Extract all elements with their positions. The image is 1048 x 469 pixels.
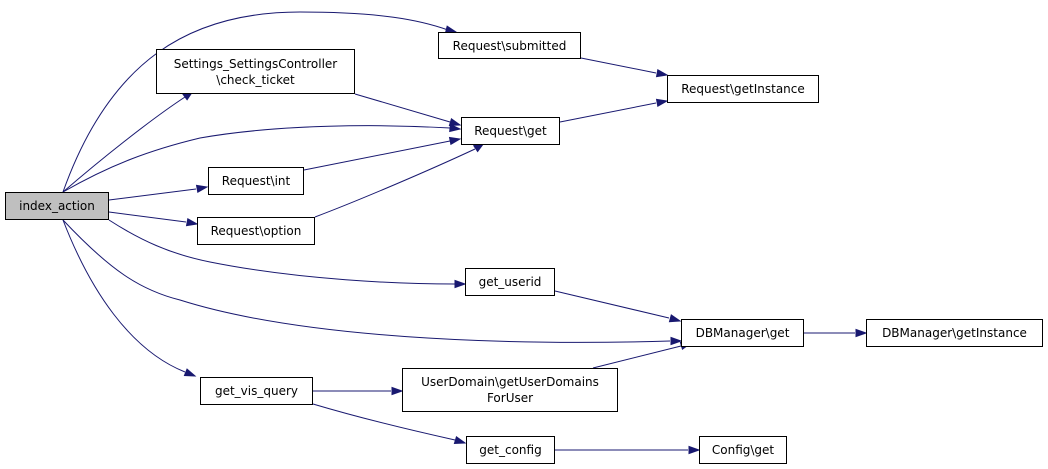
node-get-userid[interactable]: get_userid [465,268,555,296]
node-label: Request\submitted [452,38,567,53]
arrowhead [185,217,199,227]
arrowhead [688,445,701,455]
node-label: get_vis_query [214,384,299,398]
edge-index-action-to-request-int [108,184,209,201]
node-label: ForUser [486,391,534,405]
node-label: UserDomain\getUserDomains [421,375,599,389]
node-dbmanager-get[interactable]: DBManager\get [681,319,804,347]
node-label: Settings_SettingsController [173,56,338,71]
node-request-submitted[interactable]: Request\submitted [438,32,581,59]
edge-get-userid-to-dbmanager-get [554,290,682,323]
node-request-int[interactable]: Request\int [208,167,304,195]
node-settings-check-ticket[interactable]: Settings_SettingsController\check_ticket [156,49,355,94]
arrowhead [655,68,669,78]
edge-index-action-to-get-userid [108,219,467,289]
node-label: \check_ticket [216,72,295,87]
edge-index-action-to-request-get [62,123,462,193]
node-label: get_userid [478,275,542,289]
node-config-get[interactable]: Config\get [699,436,787,464]
node-label: Config\get [711,443,775,457]
edge-index-action-to-request-option [108,211,199,227]
node-label: get_config [479,443,542,457]
edge-index-action-to-request-submitted [62,11,458,193]
arrowhead [183,368,197,377]
arrowhead [453,435,467,445]
arrowhead [668,314,682,323]
arrowhead [448,117,462,127]
node-label: Request\get [474,124,547,138]
node-get-vis-query[interactable]: get_vis_query [200,377,313,405]
edge-dbmanager-get-to-dbmanager-getinstance [804,328,868,338]
edge-request-int-to-request-get [303,136,462,171]
node-label: DBManager\get [695,326,790,340]
edge-get-vis-query-to-userdomain [313,386,404,396]
edge-userdomain-to-dbmanager-get [592,341,693,369]
node-request-option[interactable]: Request\option [197,217,315,245]
arrowhead [448,136,462,146]
edge-request-option-to-request-get [314,142,486,218]
edge-get-vis-query-to-get-config [312,403,467,445]
node-label: Request\int [221,174,291,188]
arrowhead [454,279,467,289]
edge-index-action-to-get-vis-query [62,219,197,377]
edge-index-action-to-dbmanager-get [62,219,683,346]
node-request-get[interactable]: Request\get [461,117,560,145]
node-label: index_action [19,199,95,213]
arrowhead [195,184,209,194]
node-dbmanager-getinstance[interactable]: DBManager\getInstance [866,319,1043,347]
node-label: Request\getInstance [681,82,805,96]
node-get-config[interactable]: get_config [466,436,555,464]
node-index-action: index_action [5,192,109,220]
arrowhead [670,336,683,346]
edge-settings-check-ticket-to-request-get [354,93,462,127]
edge-index-action-to-settings-check-ticket [62,90,195,193]
edge-request-submitted-to-request-getinstance [580,57,669,78]
edge-request-get-to-request-getinstance [559,98,669,123]
arrowhead [655,98,669,108]
edge-get-config-to-config-get [555,445,701,455]
arrowhead [391,386,404,396]
node-request-getinstance[interactable]: Request\getInstance [667,75,819,103]
arrowhead [855,328,868,338]
arrowhead [449,123,462,133]
node-label: Request\option [210,224,302,238]
node-label: DBManager\getInstance [882,326,1027,340]
